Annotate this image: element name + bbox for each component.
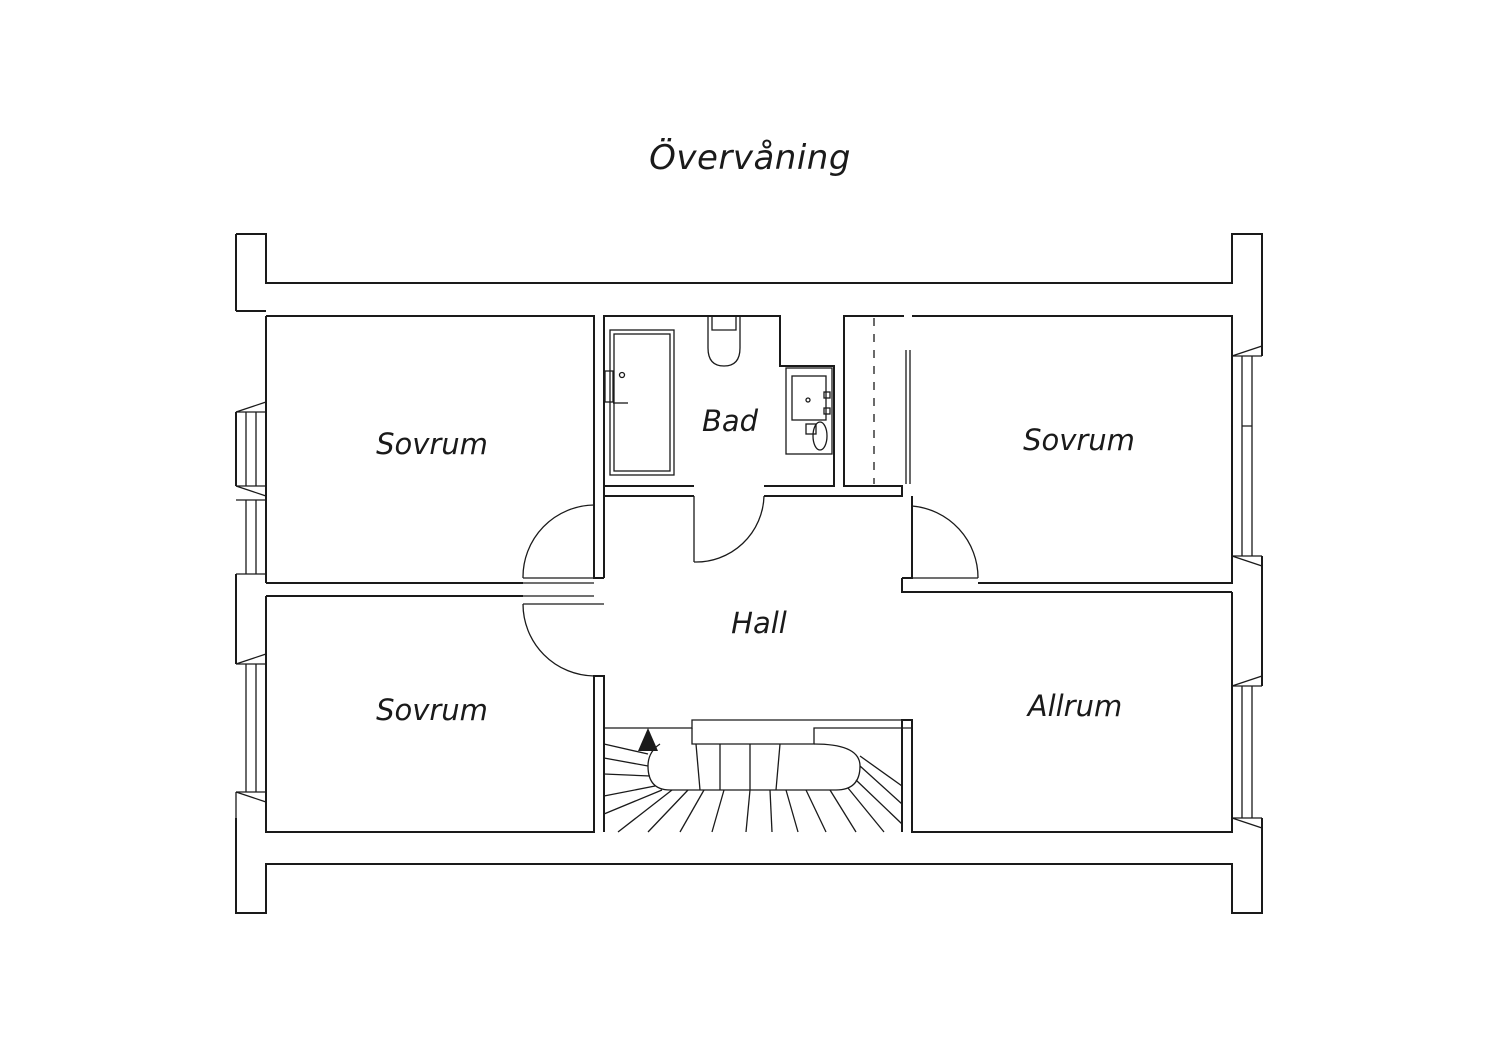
interior-walls	[265, 315, 1233, 833]
window-left-middle	[236, 499, 266, 575]
toilet-icon	[707, 316, 741, 367]
room-label-bedroom-top-left: Sovrum	[376, 427, 488, 461]
window-right-upper	[1231, 345, 1263, 567]
door-bathroom	[693, 495, 765, 563]
wardrobe	[873, 318, 911, 484]
window-right-lower	[1231, 675, 1263, 829]
room-label-living-room: Allrum	[1026, 689, 1123, 723]
sink-icon	[785, 367, 833, 455]
window-left-upper	[235, 401, 267, 497]
shower	[604, 329, 675, 476]
room-label-bedroom-bottom-left: Sovrum	[376, 693, 488, 727]
door-bedroom-bottom-left	[522, 595, 604, 677]
room-label-hall: Hall	[731, 606, 787, 640]
room-label-bath: Bad	[702, 404, 759, 438]
door-bedroom-top-left	[522, 504, 595, 584]
floor-title: Övervåning	[649, 138, 851, 178]
exterior-walls	[235, 233, 1263, 914]
door-bedroom-top-right	[911, 505, 979, 579]
room-label-bedroom-top-right: Sovrum	[1023, 423, 1135, 457]
window-left-lower	[235, 653, 267, 818]
staircase	[603, 719, 912, 833]
stair-direction-arrow-icon	[638, 728, 658, 751]
